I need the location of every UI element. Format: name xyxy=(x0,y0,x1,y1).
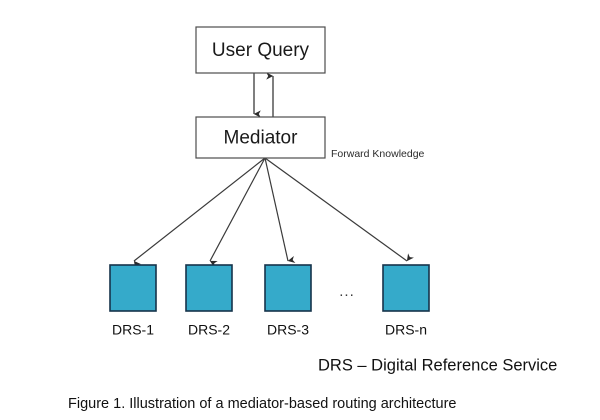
edge-query-mediator-pair xyxy=(253,72,274,118)
user-query-label: User Query xyxy=(212,40,310,61)
node-drs-1[interactable]: DRS-1 xyxy=(109,264,157,338)
node-drs-2[interactable]: DRS-2 xyxy=(185,264,233,338)
drs-2-label: DRS-2 xyxy=(188,322,230,338)
edge-fanout-group xyxy=(133,157,414,269)
edge-mediator-to-drs-2 xyxy=(209,157,266,268)
drs-2-box xyxy=(185,264,233,312)
drs-3-box xyxy=(264,264,312,312)
drs-n-label: DRS-n xyxy=(385,322,427,338)
legend-drs-expansion: DRS – Digital Reference Service xyxy=(318,356,557,374)
edge-mediator-to-drs-1 xyxy=(133,157,266,269)
drs-n-box xyxy=(382,264,430,312)
drs-1-box xyxy=(109,264,157,312)
forward-knowledge-annotation: Forward Knowledge xyxy=(331,148,425,160)
mediator-label: Mediator xyxy=(224,128,299,149)
node-mediator[interactable]: Mediator xyxy=(195,116,326,159)
drs-ellipsis: ... xyxy=(339,283,355,300)
edge-mediator-to-drs-n xyxy=(264,157,414,262)
drs-3-label: DRS-3 xyxy=(267,322,309,338)
mediator-box xyxy=(195,116,326,159)
node-drs-n[interactable]: DRS-n xyxy=(382,264,430,338)
edge-mediator-to-drs-3 xyxy=(264,157,296,264)
node-user-query[interactable]: User Query xyxy=(195,26,326,74)
drs-1-label: DRS-1 xyxy=(112,322,154,338)
user-query-box xyxy=(195,26,326,74)
node-drs-3[interactable]: DRS-3 xyxy=(264,264,312,338)
drs-node-group: DRS-1 DRS-2 DRS-3 ... DRS-n xyxy=(109,264,430,338)
figure-caption: Figure 1. Illustration of a mediator-bas… xyxy=(68,396,456,412)
